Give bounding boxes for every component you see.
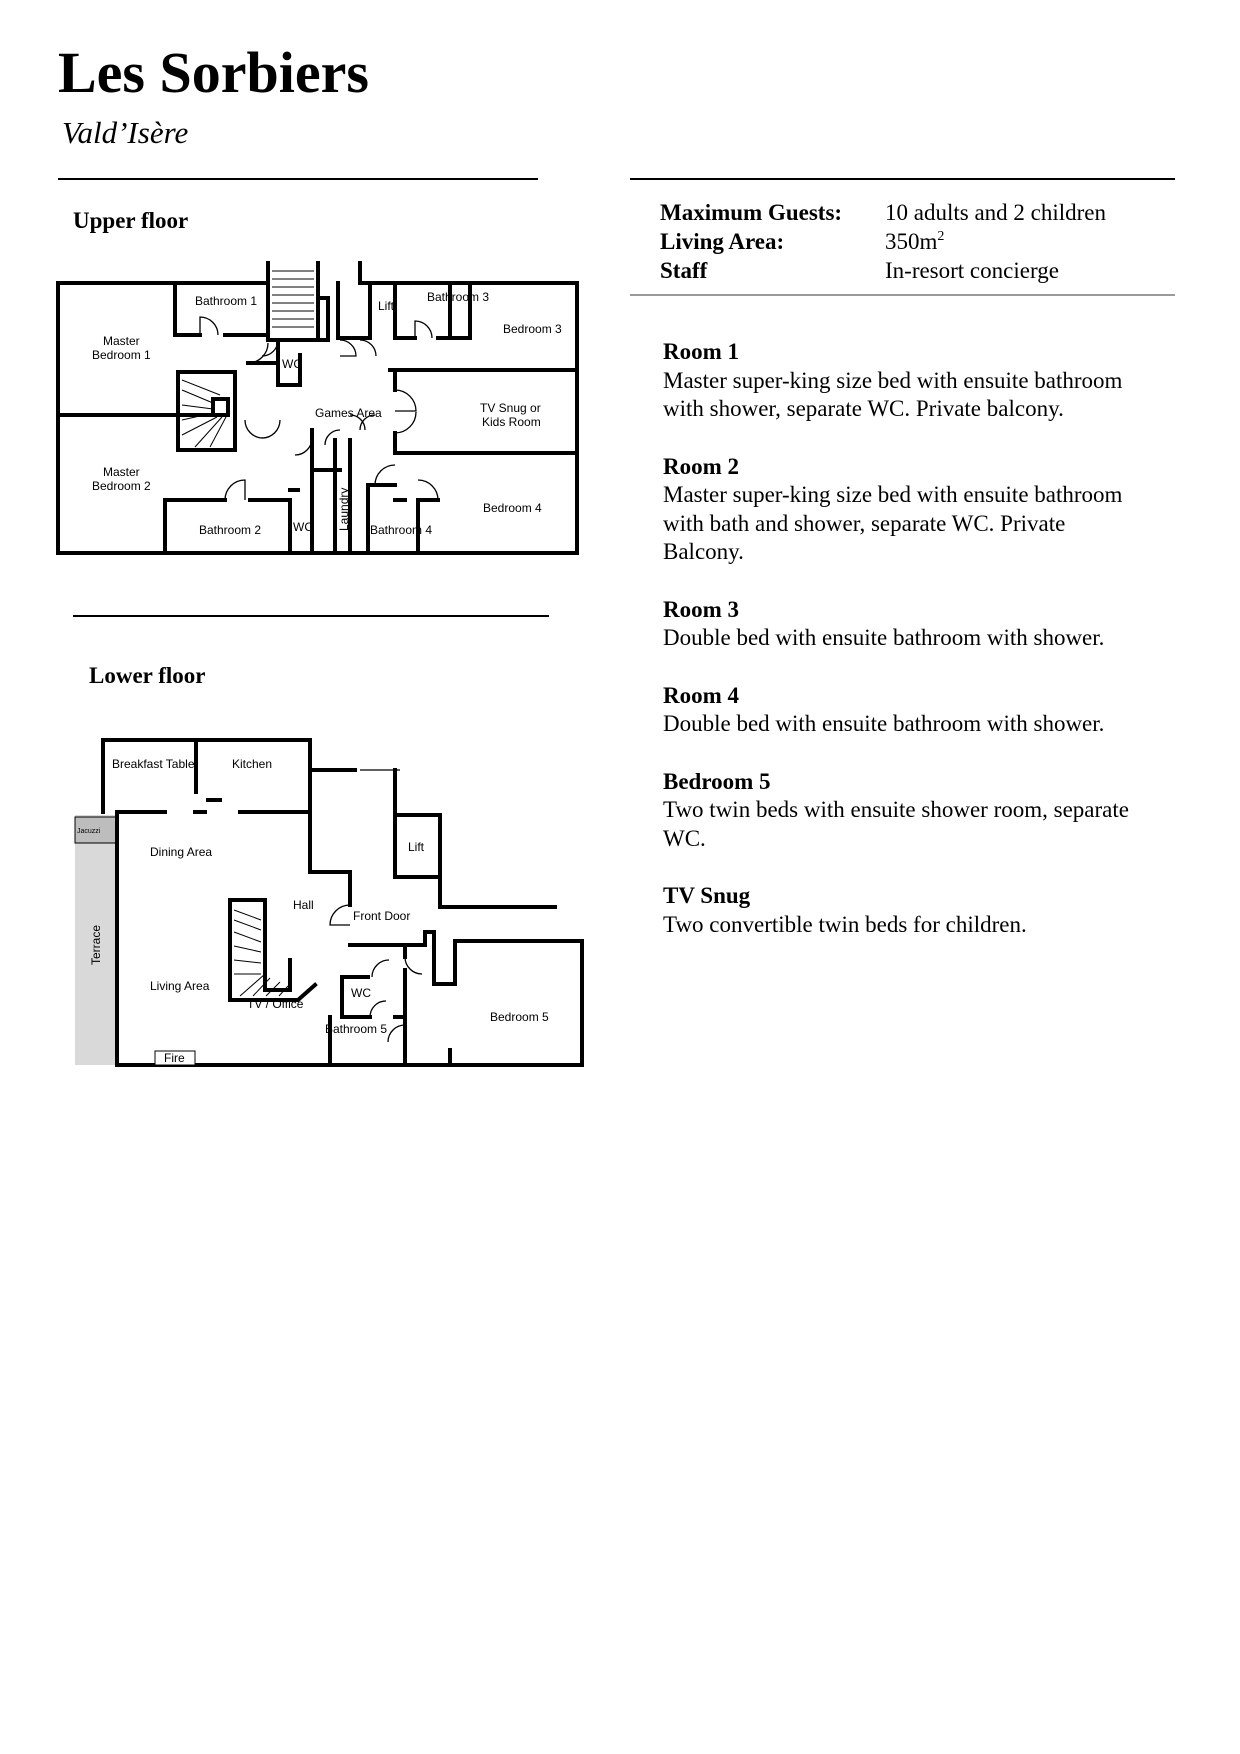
label-master-bedroom-2-line2: Bedroom 2 — [92, 479, 151, 493]
label-bedroom-4: Bedroom 4 — [483, 501, 542, 515]
page-title: Les Sorbiers — [58, 40, 369, 105]
label-jacuzzi: Jacuzzi — [77, 828, 101, 835]
divider-right-top — [630, 178, 1175, 180]
room-description-line: Balcony. — [663, 539, 744, 564]
label-master-bedroom-1-line1: Master — [103, 334, 140, 348]
label-lift-lower: Lift — [408, 840, 425, 854]
lower-stair-treads — [233, 909, 289, 997]
label-laundry: Laundry — [337, 488, 351, 531]
room-heading: Room 2 — [663, 453, 740, 479]
fact-value-superscript: 2 — [937, 229, 945, 244]
room-description-line: with shower, separate WC. Private balcon… — [663, 396, 1064, 421]
divider-left-top — [58, 178, 538, 180]
label-wc-lower: WC — [351, 986, 371, 1000]
fact-label: Maximum Guests: — [660, 200, 843, 225]
room-descriptions: Room 1 Master super-king size bed with e… — [663, 338, 1203, 968]
fact-value: In-resort concierge — [885, 258, 1059, 283]
fact-value-wrap: 350m2 — [885, 227, 944, 256]
label-tv-snug-line1: TV Snug or — [480, 401, 541, 415]
upper-doors — [199, 316, 439, 501]
lower-doors — [329, 769, 423, 1043]
divider-facts — [630, 294, 1175, 296]
lower-walls — [101, 738, 584, 1067]
label-hall: Hall — [293, 898, 314, 912]
fact-label: Living Area: — [660, 229, 785, 254]
fact-value: 350m — [885, 229, 938, 254]
label-tv-snug-line2: Kids Room — [482, 415, 541, 429]
room-description-line: with bath and shower, separate WC. Priva… — [663, 510, 1066, 536]
label-bathroom-5: Bathroom 5 — [325, 1022, 387, 1036]
tv-snug-section: TV Snug Two convertible twin beds for ch… — [663, 882, 1203, 939]
label-tv-office: TV / Office — [247, 997, 304, 1011]
room-4-section: Room 4 Double bed with ensuite bathroom … — [663, 682, 1203, 739]
label-wc-upper: WC — [282, 357, 302, 371]
label-bedroom-5: Bedroom 5 — [490, 1010, 549, 1024]
room-description-line: Master super-king size bed with ensuite … — [663, 482, 1123, 507]
lower-floor-plan: Breakfast Table Kitchen Jacuzzi Lift Din… — [74, 738, 584, 1067]
lower-floor-heading: Lower floor — [89, 663, 206, 688]
label-master-bedroom-2-line1: Master — [103, 465, 140, 479]
label-wc-upper-2: WC — [293, 520, 313, 534]
label-master-bedroom-1-line2: Bedroom 1 — [92, 348, 151, 362]
divider-plans — [73, 615, 549, 617]
label-breakfast-table: Breakfast Table — [112, 757, 195, 771]
upper-stair-treads — [181, 270, 314, 448]
label-front-door: Front Door — [353, 909, 410, 923]
room-description-line: WC. — [663, 825, 706, 851]
label-fire: Fire — [164, 1051, 185, 1065]
room-description-line: Two convertible twin beds for children. — [663, 911, 1027, 937]
room-3-section: Room 3 Double bed with ensuite bathroom … — [663, 596, 1203, 653]
room-heading: Room 1 — [663, 339, 740, 364]
terrace-area — [75, 815, 117, 1065]
fireplace — [154, 1050, 196, 1066]
label-bathroom-4: Bathroom 4 — [370, 523, 432, 537]
label-dining-area: Dining Area — [150, 845, 212, 859]
upper-floor-plan: Bathroom 1 Master Bedroom 1 WC Lift Bath… — [56, 261, 579, 555]
room-description-line: Double bed with ensuite bathroom with sh… — [663, 625, 1105, 650]
bedroom-5-section: Bedroom 5 Two twin beds with ensuite sho… — [663, 768, 1203, 854]
label-games-area: Games Area — [315, 406, 382, 420]
upper-floor-heading: Upper floor — [73, 208, 189, 233]
room-2-section: Room 2 Master super-king size bed with e… — [663, 453, 1203, 567]
label-terrace: Terrace — [89, 925, 103, 965]
page-subtitle: Vald’Isère — [62, 115, 189, 150]
room-description-line: Double bed with ensuite bathroom with sh… — [663, 711, 1105, 736]
room-description-line: Master super-king size bed with ensuite … — [663, 367, 1123, 393]
room-heading: Room 4 — [663, 682, 740, 708]
room-heading: Bedroom 5 — [663, 768, 771, 794]
room-heading: Room 3 — [663, 596, 740, 622]
label-bathroom-2: Bathroom 2 — [199, 523, 261, 537]
room-heading: TV Snug — [663, 883, 751, 908]
room-1-section: Room 1 Master super-king size bed with e… — [663, 338, 1203, 424]
label-bathroom-1: Bathroom 1 — [195, 294, 257, 308]
label-living-area: Living Area — [150, 979, 210, 993]
room-description-line: Two twin beds with ensuite shower room, … — [663, 797, 1129, 822]
label-bedroom-3: Bedroom 3 — [503, 322, 562, 336]
fact-label: Staff — [660, 258, 708, 283]
fact-value: 10 adults and 2 children — [885, 200, 1107, 225]
label-bathroom-3: Bathroom 3 — [427, 290, 489, 304]
label-kitchen: Kitchen — [232, 757, 272, 771]
label-lift-upper: Lift — [378, 299, 395, 313]
